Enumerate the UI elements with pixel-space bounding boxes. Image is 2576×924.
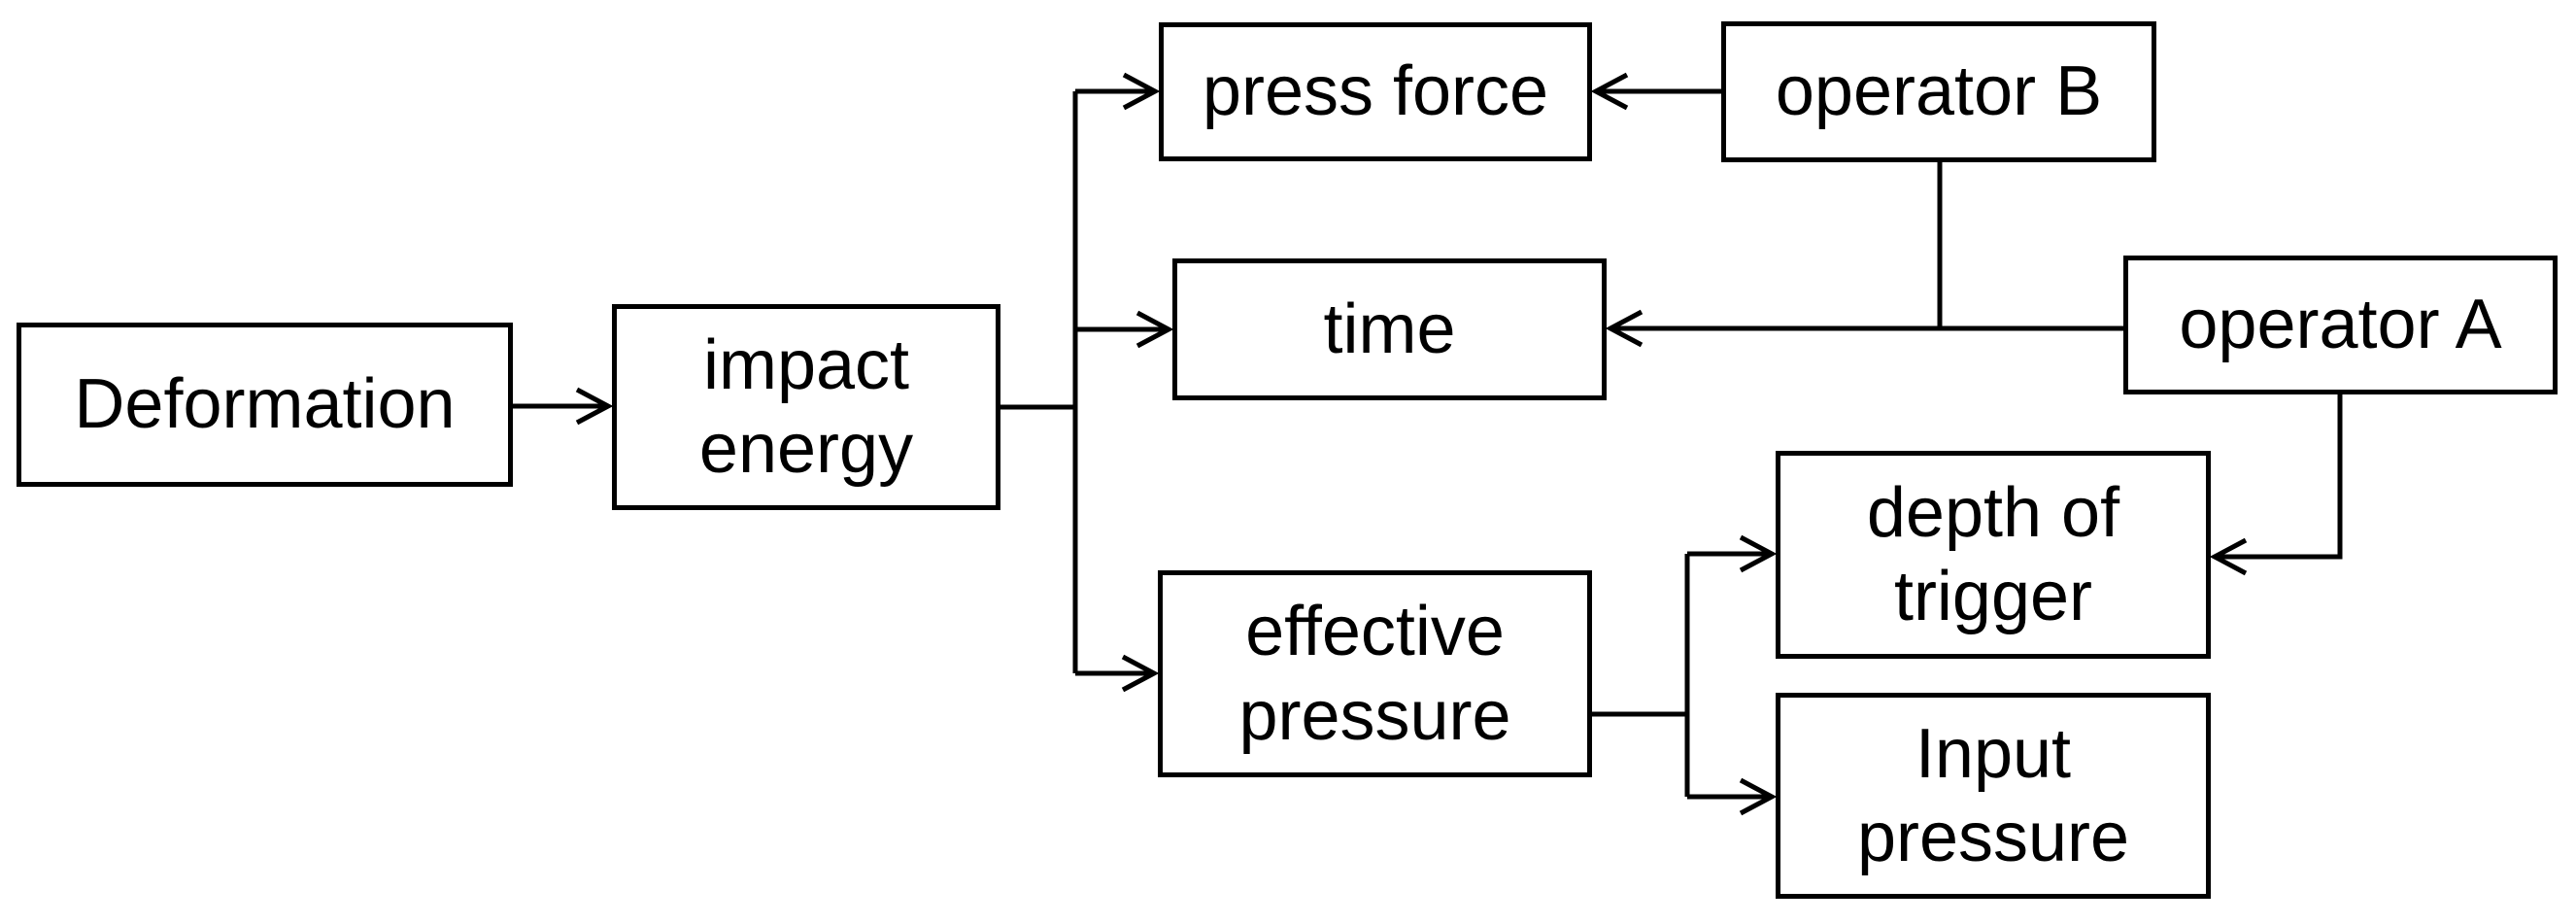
- node-time: time: [1172, 258, 1607, 400]
- edge-operator-a-to-depth-of-trigger: [2209, 394, 2343, 576]
- node-input-pressure: Input pressure: [1776, 693, 2211, 899]
- node-effective-pressure: effective pressure: [1158, 570, 1592, 777]
- node-depth-of-trigger: depth of trigger: [1776, 451, 2211, 659]
- node-deformation: Deformation: [17, 323, 513, 487]
- node-impact-energy: impact energy: [612, 304, 1000, 510]
- node-operator-a: operator A: [2123, 256, 2558, 394]
- node-press-force: press force: [1159, 22, 1592, 161]
- node-operator-b: operator B: [1721, 21, 2156, 162]
